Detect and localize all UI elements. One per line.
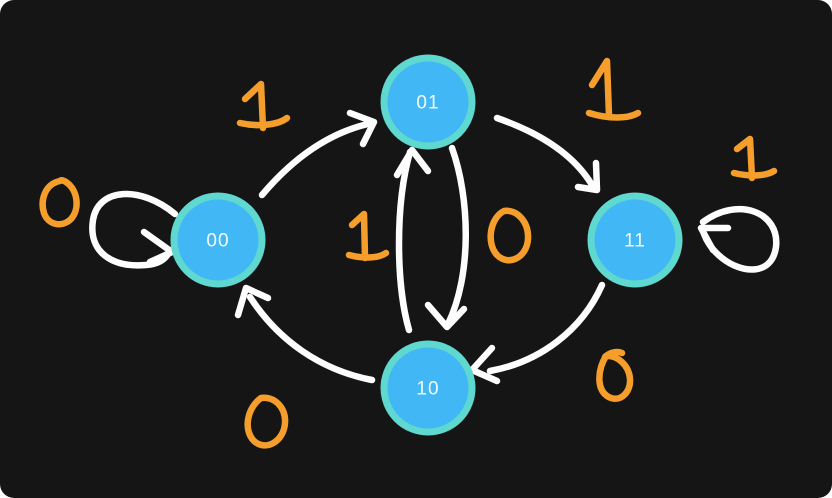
arrowhead-11-self bbox=[697, 224, 732, 254]
state-circle-11[interactable] bbox=[587, 192, 683, 288]
edge-label-11-10 bbox=[596, 348, 634, 402]
edge-01-to-11 bbox=[493, 114, 601, 194]
edge-label-10-00 bbox=[244, 394, 289, 449]
arrowhead-11-10 bbox=[468, 344, 501, 385]
arrowhead-00-01 bbox=[346, 109, 378, 148]
edge-path-11-10 bbox=[486, 281, 606, 375]
state-node-10[interactable]: 10 bbox=[380, 340, 476, 436]
edge-path-01-11 bbox=[493, 114, 596, 189]
edge-label-00-self bbox=[39, 177, 80, 228]
arrowhead-10-01 bbox=[393, 146, 432, 179]
state-node-00[interactable]: 00 bbox=[170, 192, 266, 288]
arrowhead-01-11 bbox=[574, 159, 601, 194]
edge-00-to-01 bbox=[258, 109, 378, 199]
edge-label-10-01 bbox=[345, 210, 390, 262]
edge-10-to-01 bbox=[393, 146, 432, 334]
state-node-01[interactable]: 01 bbox=[380, 54, 476, 150]
state-circle-00[interactable] bbox=[170, 192, 266, 288]
edge-00-to-00 bbox=[89, 190, 179, 269]
edge-path-10-01 bbox=[395, 148, 414, 334]
state-label-00: 00 bbox=[206, 231, 229, 252]
edge-11-to-10 bbox=[468, 281, 606, 385]
edge-label-01-11 bbox=[585, 57, 642, 121]
edge-label-01-10 bbox=[487, 207, 532, 264]
state-circle-01[interactable] bbox=[380, 54, 476, 150]
state-label-10: 10 bbox=[416, 379, 439, 400]
edge-11-to-11 bbox=[697, 205, 780, 273]
edge-path-00-01 bbox=[258, 119, 376, 199]
edge-label-11-self bbox=[730, 135, 778, 182]
edge-10-to-00 bbox=[234, 284, 376, 384]
state-label-11: 11 bbox=[624, 231, 646, 252]
arrowhead-01-10 bbox=[424, 301, 468, 331]
edge-path-00-self bbox=[89, 190, 179, 269]
arrowhead-10-00 bbox=[234, 284, 272, 319]
arrowhead-00-self bbox=[140, 228, 176, 266]
state-node-11[interactable]: 11 bbox=[587, 192, 683, 288]
edge-01-to-10 bbox=[424, 144, 469, 331]
edge-label-00-01 bbox=[236, 80, 291, 132]
state-label-01: 01 bbox=[416, 93, 439, 114]
state-circle-10[interactable] bbox=[380, 340, 476, 436]
edge-path-10-00 bbox=[246, 293, 376, 384]
edge-path-11-self bbox=[699, 205, 780, 273]
edge-path-01-10 bbox=[444, 144, 469, 328]
